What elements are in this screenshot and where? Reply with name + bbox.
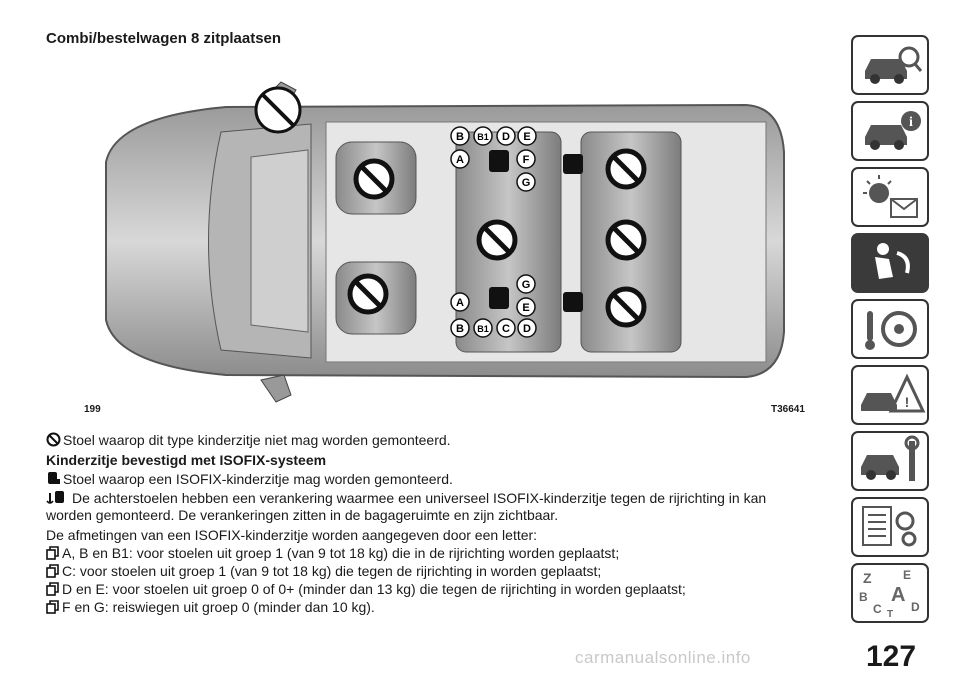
tab-technical-data[interactable] <box>851 497 929 557</box>
emergency-tab-icon: ! <box>861 373 926 413</box>
forbidden-seat-icons <box>347 148 647 328</box>
dashboard-tab-icon <box>865 46 923 84</box>
passenger-airbag-warning-icon <box>254 86 302 134</box>
size-label: F <box>523 154 530 166</box>
tab-dashboard[interactable] <box>851 35 929 95</box>
bullet-icon <box>46 600 59 614</box>
size-item: D en E: voor stoelen uit groep 0 of 0+ (… <box>46 581 806 598</box>
tab-info[interactable]: i <box>851 101 929 161</box>
front-size-labels: B B1 D E A F G <box>450 126 537 192</box>
tab-starting-driving[interactable] <box>851 299 929 359</box>
svg-text:T: T <box>887 609 893 620</box>
tab-warning-lights[interactable] <box>851 167 929 227</box>
legend-forbidden: Stoel waarop dit type kinderzitje niet m… <box>46 432 806 449</box>
svg-text:A: A <box>891 584 905 606</box>
maintenance-tab-icon <box>861 435 920 481</box>
legend-anchor-text: De achterstoelen hebben een verankering … <box>46 490 767 523</box>
size-label: B1 <box>477 132 489 142</box>
figure-number: 199 <box>84 404 101 415</box>
size-item-text: F en G: reiswiegen uit groep 0 (minder d… <box>62 599 375 615</box>
figure-code: T36641 <box>771 404 805 415</box>
svg-text:i: i <box>909 115 913 130</box>
page-number: 127 <box>866 640 917 673</box>
svg-text:C: C <box>873 602 882 616</box>
isofix-heading: Kinderzitje bevestigd met ISOFIX-systeem <box>46 452 327 468</box>
rear-size-labels: G A E B B1 C D <box>450 274 537 338</box>
legend-forbidden-text: Stoel waarop dit type kinderzitje niet m… <box>63 432 451 448</box>
starting-driving-tab-icon <box>865 311 917 350</box>
size-item: C: voor stoelen uit groep 1 (van 9 tot 1… <box>46 563 806 580</box>
watermark: carmanualsonline.info <box>575 648 751 667</box>
bullet-icon <box>46 564 59 578</box>
index-tab-icon: Z E B AC D T <box>859 568 920 620</box>
legend-isofix-text: Stoel waarop een ISOFIX-kinderzitje mag … <box>63 471 453 487</box>
isofix-seat-icons <box>489 150 509 309</box>
size-label: G <box>522 177 531 189</box>
svg-text:Z: Z <box>863 570 872 586</box>
technical-data-tab-icon <box>862 506 917 547</box>
safety-tab-icon <box>875 243 910 279</box>
warning-lights-tab-icon <box>863 175 918 218</box>
size-label: E <box>523 131 530 143</box>
page-title: Combi/bestelwagen 8 zitplaatsen <box>46 30 282 47</box>
legend-isofix: Stoel waarop een ISOFIX-kinderzitje mag … <box>46 471 806 488</box>
svg-text:!: ! <box>905 394 910 410</box>
tab-emergency[interactable]: ! <box>851 365 929 425</box>
forbidden-icon <box>46 432 61 447</box>
info-tab-icon: i <box>865 111 921 150</box>
legend-anchor: De achterstoelen hebben een verankering … <box>46 490 806 524</box>
sizes-intro: De afmetingen van een ISOFIX-kinderzitje… <box>46 527 538 543</box>
size-item-text: D en E: voor stoelen uit groep 0 of 0+ (… <box>62 581 686 597</box>
size-label: B1 <box>477 324 489 334</box>
size-label: A <box>456 154 464 166</box>
svg-text:B: B <box>859 590 868 604</box>
bullet-icon <box>46 546 59 560</box>
size-label: G <box>522 279 531 291</box>
tab-maintenance[interactable] <box>851 431 929 491</box>
size-label: B <box>456 323 464 335</box>
size-item-text: C: voor stoelen uit groep 1 (van 9 tot 1… <box>62 563 602 579</box>
size-label: B <box>456 131 464 143</box>
van-seating-diagram: B B1 D E A F G G A E B B1 C D <box>105 81 785 403</box>
svg-text:E: E <box>903 568 911 582</box>
isofix-seat-icon <box>48 472 60 484</box>
size-label: C <box>502 323 510 335</box>
size-label: E <box>522 302 529 314</box>
anchor-seat-icon <box>46 491 64 504</box>
size-label: D <box>502 131 510 143</box>
anchor-seat-icons <box>563 154 583 312</box>
svg-text:D: D <box>911 600 920 614</box>
size-item: F en G: reiswiegen uit groep 0 (minder d… <box>46 599 806 616</box>
bullet-icon <box>46 582 59 596</box>
size-item-text: A, B en B1: voor stoelen uit groep 1 (va… <box>62 545 620 561</box>
size-item: A, B en B1: voor stoelen uit groep 1 (va… <box>46 545 806 562</box>
tab-safety[interactable] <box>851 233 929 293</box>
size-label: D <box>523 323 531 335</box>
size-label: A <box>456 297 464 309</box>
